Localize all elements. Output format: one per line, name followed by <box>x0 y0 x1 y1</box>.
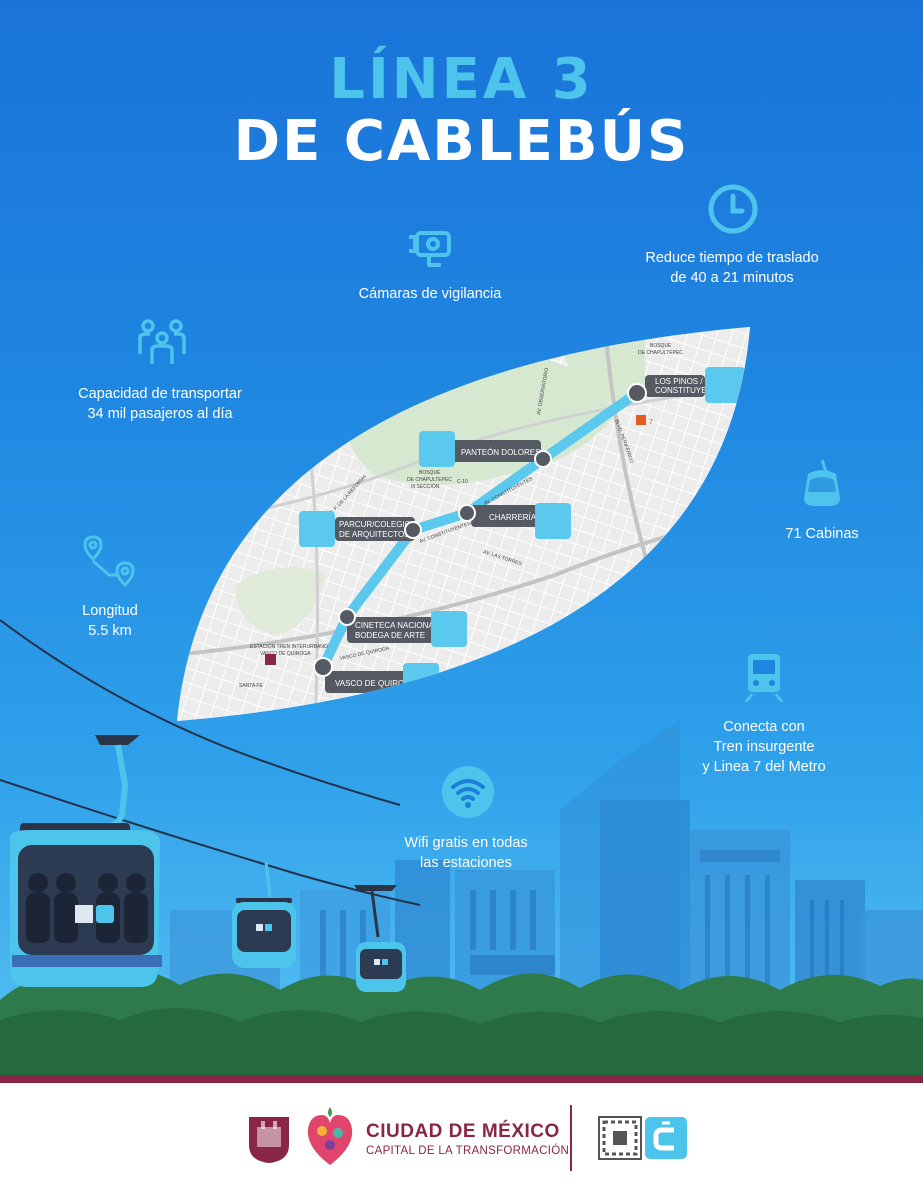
train-station-icon <box>265 654 276 665</box>
title-line-2: DE CABLEBÚS <box>233 109 690 174</box>
area-label: III SECCIÓN <box>411 483 440 490</box>
station-label: LOS PINOS / <box>655 377 703 386</box>
street-label: C-10 <box>457 479 468 485</box>
station-dot <box>404 521 422 539</box>
area-label: BOSQUE <box>419 470 441 476</box>
station-icon <box>403 663 439 699</box>
city-tagline: CAPITAL DE LA TRANSFORMACIÓN <box>366 1145 570 1157</box>
station-dot <box>458 504 476 522</box>
route-icon <box>83 535 139 587</box>
area-label: VASCO DE QUIROGA <box>260 651 311 657</box>
station-label: CINETECA NACIONAL/ <box>355 621 441 630</box>
area-label: DE CHAPULTEPEC <box>407 477 452 483</box>
station-icon <box>431 611 467 647</box>
connects-text-2: Tren insurgente <box>713 739 815 755</box>
capacity-text-2: 34 mil pasajeros al día <box>87 406 233 422</box>
connects-text-1: Conecta con <box>723 719 805 735</box>
station-dot <box>627 383 647 403</box>
route-map: BOSQUE DE CHAPULTEPEC BOSQUE DE CHAPULTE… <box>177 327 750 721</box>
area-label: DE CHAPULTEPEC <box>638 350 683 356</box>
station-label: CONSTITUYENTES <box>655 386 728 395</box>
station-label: DE ARQUITECTOS <box>339 530 410 539</box>
cameras-text: Cámaras de vigilancia <box>358 286 502 302</box>
capacity-text-1: Capacidad de transportar <box>78 386 242 402</box>
station-icon <box>419 431 455 467</box>
metro-line-label: 7 <box>649 419 653 426</box>
station-dot <box>313 657 333 677</box>
poster: LÍNEA 3 DE CABLEBÚS Cámaras de vigilanci… <box>0 0 923 1075</box>
gondola-small <box>354 885 406 992</box>
cabin-icon <box>800 458 844 510</box>
city-emblem-icon <box>249 1117 289 1163</box>
city-name: CIUDAD DE MÉXICO <box>366 1121 560 1142</box>
station-icon <box>299 511 335 547</box>
footer <box>0 1075 923 1200</box>
station-dot <box>534 450 552 468</box>
heart-logo-icon <box>307 1107 353 1165</box>
gondola-large <box>9 735 162 987</box>
time-text-1: Reduce tiempo de traslado <box>645 250 819 266</box>
footer-divider <box>570 1105 572 1171</box>
station-label: PANTEÓN DOLORES <box>461 448 540 457</box>
wifi-text-1: Wifi gratis en todas <box>404 835 528 851</box>
connects-text-3: y Linea 7 del Metro <box>702 759 826 775</box>
station-label: BODEGA DE ARTE <box>355 631 425 640</box>
area-label: SANTA FE <box>239 683 263 689</box>
time-text-2: de 40 a 21 minutos <box>670 270 794 286</box>
metro-icon <box>636 415 646 425</box>
station-dot <box>338 608 356 626</box>
station-label: PARCUR/COLEGIO <box>339 520 411 529</box>
area-label: ESTACIÓN TREN INTERURBANO <box>250 643 328 650</box>
length-text-1: Longitud <box>82 603 138 619</box>
wifi-text-2: las estaciones <box>420 855 512 871</box>
metro-logo-icon <box>598 1116 642 1160</box>
footer-stripe <box>0 1075 923 1083</box>
station-icon <box>535 503 571 539</box>
station-icon <box>705 367 745 403</box>
camera-icon <box>405 225 455 275</box>
cabins-text: 71 Cabinas <box>785 526 859 542</box>
city-skyline <box>0 720 923 1075</box>
station-label: VASCO DE QUIROGA <box>335 679 416 688</box>
wifi-icon <box>441 765 495 819</box>
clock-icon <box>707 183 759 235</box>
title-line-1: LÍNEA 3 <box>329 47 594 112</box>
train-icon <box>742 654 786 702</box>
length-text-2: 5.5 km <box>88 623 132 639</box>
gondola-medium <box>232 862 296 968</box>
area-label: BOSQUE <box>650 343 672 349</box>
people-icon <box>136 318 188 368</box>
station-label: CHARRERÍA <box>489 513 537 522</box>
cablebus-logo-icon <box>645 1117 687 1159</box>
